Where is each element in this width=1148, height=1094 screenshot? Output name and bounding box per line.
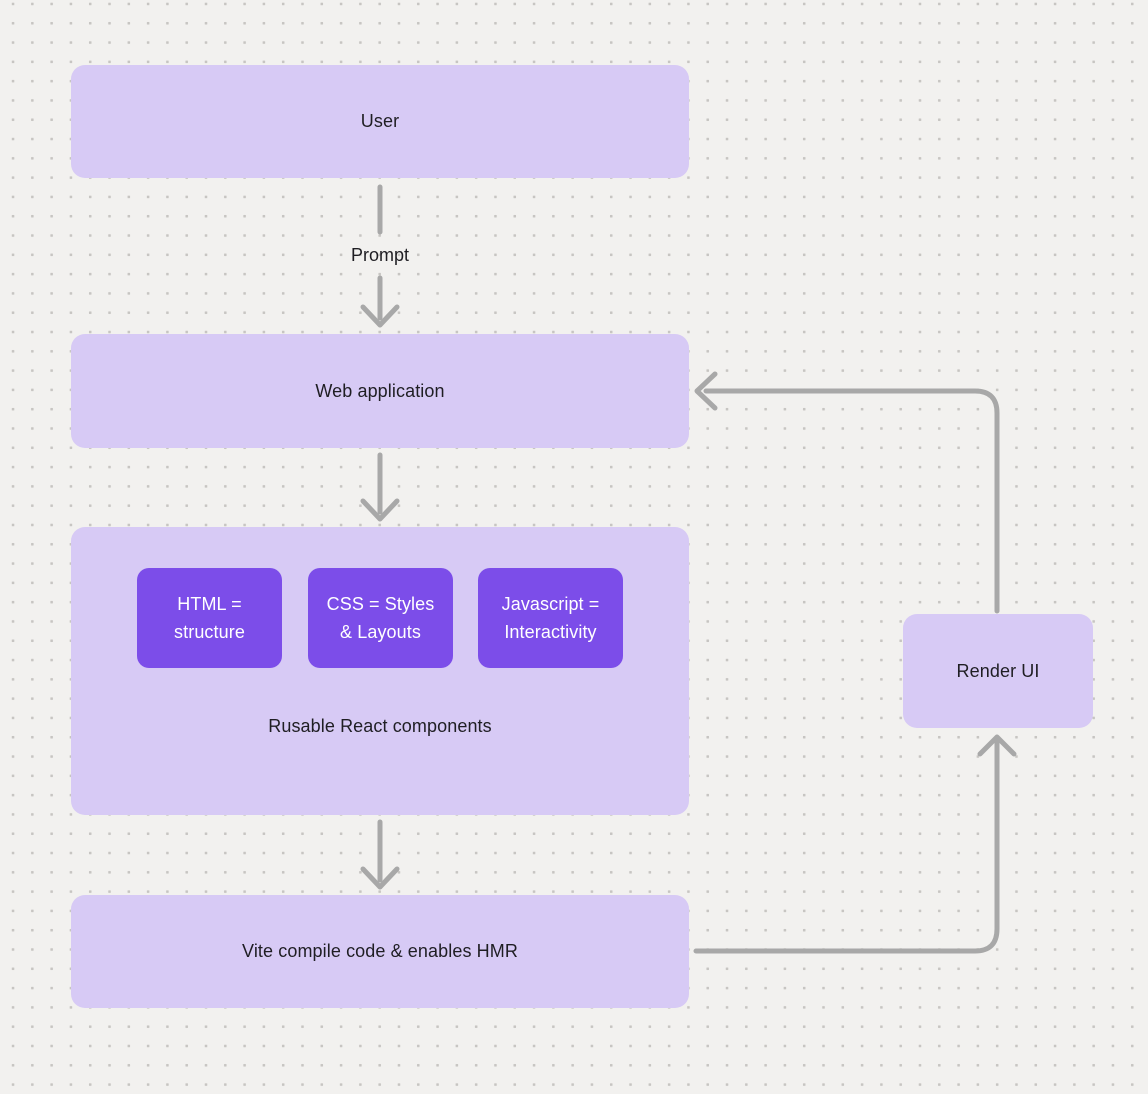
edge-webapp-to-components-arrowhead-icon — [360, 498, 400, 522]
node-render-ui-label: Render UI — [956, 660, 1040, 681]
chip-html: HTML = structure — [137, 568, 282, 668]
node-user: User — [71, 65, 689, 178]
edge-renderui-to-webapp-arrowhead-icon — [694, 371, 718, 411]
node-vite-label: Vite compile code & enables HMR — [242, 941, 518, 961]
chip-css: CSS = Styles & Layouts — [308, 568, 453, 668]
chip-javascript: Javascript = Interactivity — [478, 568, 623, 668]
edge-label-prompt: Prompt — [350, 245, 410, 265]
node-web-application: Web application — [71, 334, 689, 448]
edge-components-to-vite-arrowhead-icon — [360, 866, 400, 890]
node-web-application-label: Web application — [315, 380, 445, 401]
node-user-label: User — [360, 111, 400, 131]
chip-javascript-label: Javascript = Interactivity — [501, 594, 600, 642]
chip-css-label: CSS = Styles & Layouts — [326, 594, 435, 642]
edge-renderui-to-webapp-segment — [703, 388, 1000, 614]
edge-prompt-to-webapp-arrowhead-icon — [360, 304, 400, 328]
node-vite: Vite compile code & enables HMR — [71, 895, 689, 1008]
node-components-group: HTML = structure CSS = Styles & Layouts … — [71, 527, 689, 815]
chip-html-label: HTML = structure — [174, 594, 245, 642]
node-render-ui: Render UI — [903, 614, 1093, 728]
edge-vite-to-renderui-segment — [693, 739, 1000, 954]
node-components-caption: Rusable React components — [268, 716, 492, 736]
edge-vite-to-renderui-arrowhead-icon — [977, 734, 1017, 757]
